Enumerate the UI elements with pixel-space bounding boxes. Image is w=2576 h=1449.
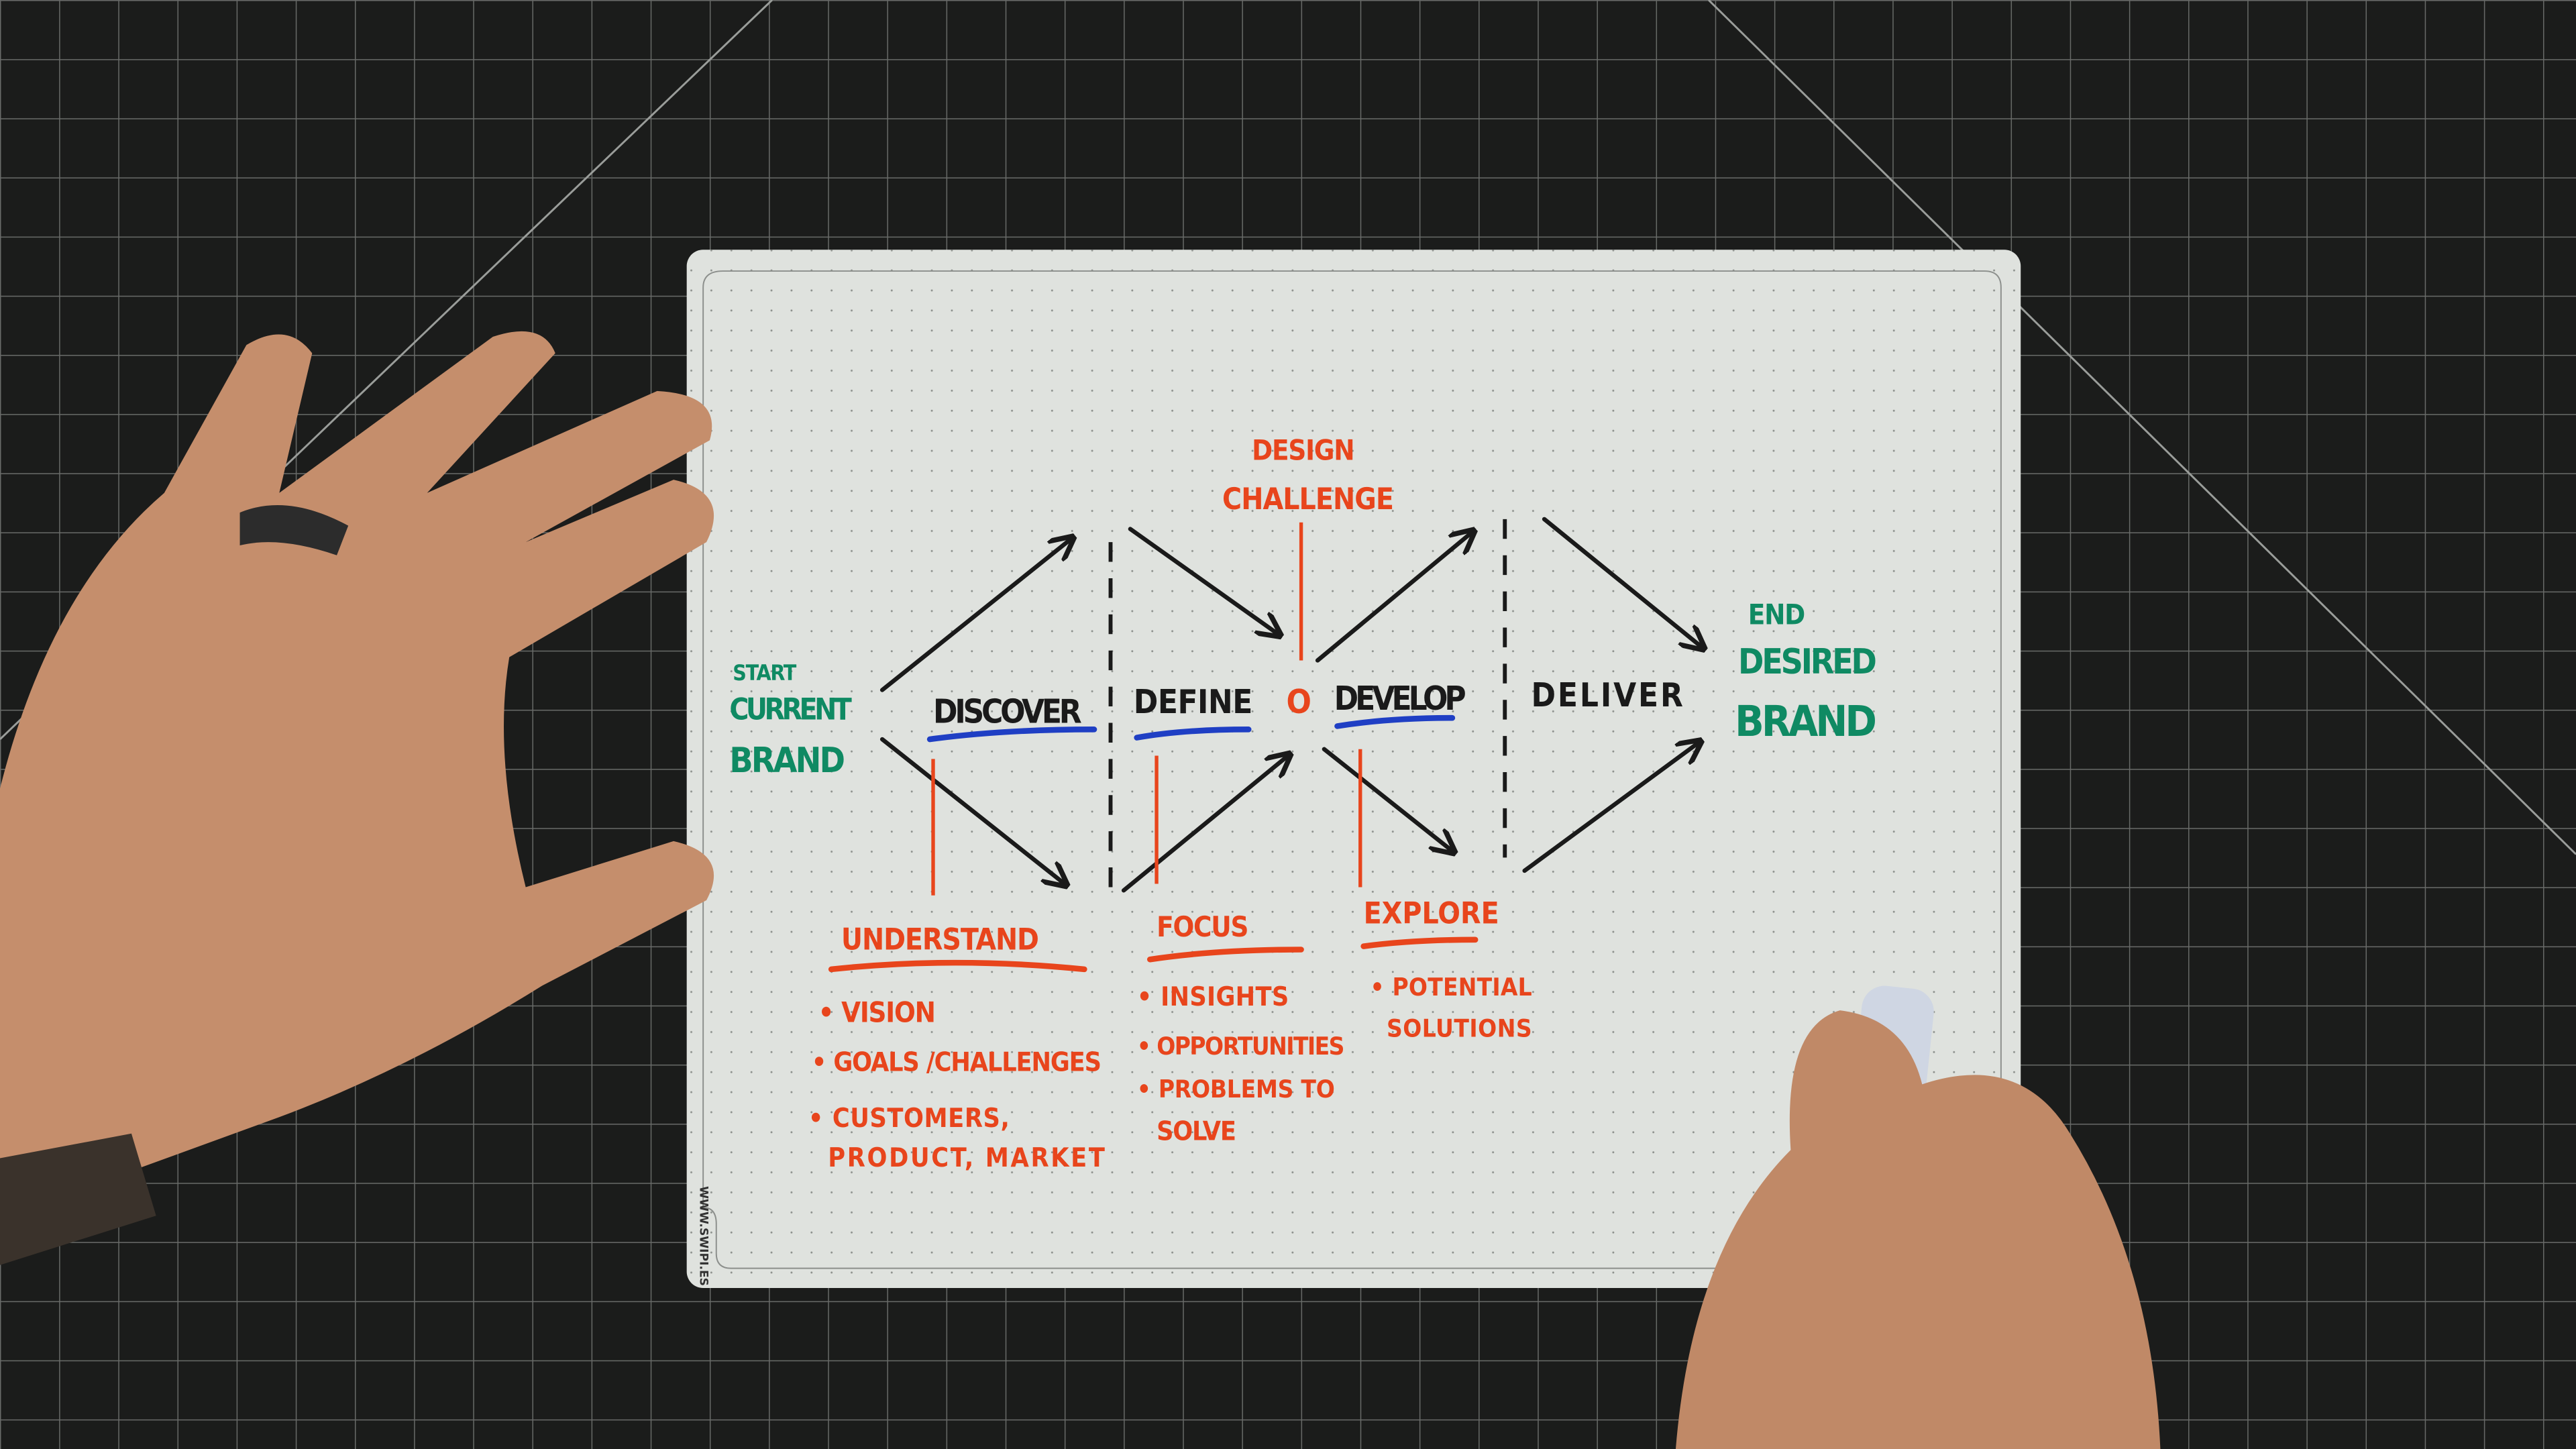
phase-discover: DISCOVER [933,693,1082,731]
arrow-develop-diverge [1315,532,1472,663]
ring [239,505,349,555]
phase-define: DEFINE [1134,683,1252,721]
diagram-labels: DESIGN CHALLENGE START CURRENT BRAND DIS… [729,434,1877,1173]
note-item: • VISION [818,996,935,1028]
brand-mark: WWW.SWIPI.ES [696,1186,710,1286]
arrow-discover-diverge-low [879,737,1065,884]
center-marker: O [1287,683,1311,721]
left-hand [0,331,714,1265]
note-item: PRODUCT, MARKET [828,1143,1105,1173]
whiteboard: WWW.SWIPI.ES [686,250,2021,1289]
design-challenge-line1: DESIGN [1252,434,1354,467]
diamond-arrows [879,517,1702,893]
red-underlines [828,936,1479,973]
note-item: • POTENTIAL [1370,973,1532,1002]
right-hand [1675,985,2161,1449]
note-heading-focus: FOCUS [1157,910,1248,943]
red-connectors [931,522,1362,896]
arrow-deliver-converge [1542,517,1702,647]
start-line2: CURRENT [729,693,851,727]
note-item: SOLUTIONS [1387,1014,1532,1042]
arrow-define-converge-low [1121,756,1288,893]
end-line3: BRAND [1735,697,1876,747]
note-item: • INSIGHTS [1137,982,1288,1012]
note-item: • PROBLEMS TO [1137,1075,1334,1104]
note-item: • CUSTOMERS, [808,1104,1009,1134]
note-item: • OPPORTUNITIES [1137,1032,1344,1061]
phase-deliver: DELIVER [1531,676,1683,714]
note-item: • GOALS /CHALLENGES [812,1048,1101,1078]
note-item: SOLVE [1157,1117,1236,1147]
start-line1: START [733,660,797,686]
watch-strap [0,1133,156,1265]
start-line3: BRAND [729,741,844,781]
end-line1: END [1748,598,1805,631]
blue-underlines [926,714,1456,743]
arrow-define-converge [1128,527,1278,635]
design-challenge-line2: CHALLENGE [1222,482,1393,517]
arrow-discover-diverge [879,539,1071,692]
end-line2: DESIRED [1738,642,1876,682]
arrow-deliver-converge-low [1522,743,1699,873]
note-heading-understand: UNDERSTAND [841,923,1038,957]
phase-develop: DEVELOP [1334,680,1466,718]
note-heading-explore: EXPLORE [1364,896,1499,930]
arrow-develop-diverge-low [1322,747,1452,851]
